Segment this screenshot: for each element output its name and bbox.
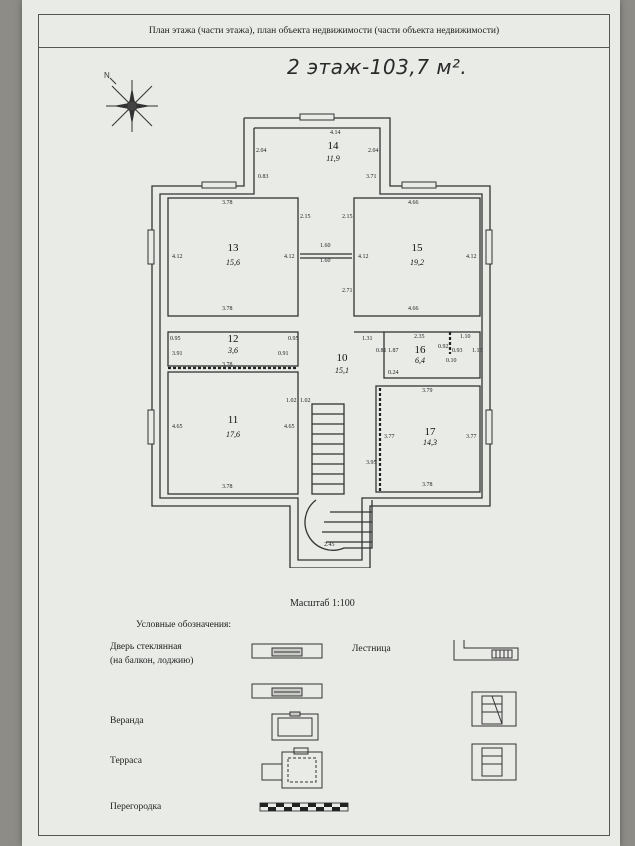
- dimension-label: 2.35: [414, 334, 425, 340]
- room-number: 14: [327, 140, 339, 152]
- dimension-label: 2.71: [342, 288, 353, 294]
- room-number: 15: [411, 242, 423, 254]
- dimension-label: 0.93: [452, 348, 463, 354]
- dimension-label: 0.24: [388, 370, 399, 376]
- room-number: 17: [424, 426, 436, 438]
- dimension-label: 4.14: [330, 130, 341, 136]
- room-number: 16: [414, 344, 426, 356]
- dimension-label: 3.78: [222, 362, 233, 368]
- dimension-label: 0.95: [288, 336, 299, 342]
- svg-text:N: N: [104, 71, 110, 80]
- dimension-label: 3.79: [422, 388, 433, 394]
- dimension-label: 0.95: [170, 336, 181, 342]
- dimension-label: 4.12: [284, 254, 295, 260]
- dimension-label: 2.45: [324, 542, 335, 548]
- room-area: 11,9: [326, 154, 340, 163]
- dimension-label: 1.87: [388, 348, 399, 354]
- room-area: 17,6: [226, 430, 240, 439]
- veranda-symbol-icon: [271, 711, 319, 741]
- glass-door-symbol-icon: [251, 643, 323, 699]
- dimension-label: 3.78: [222, 484, 233, 490]
- partition-symbol-icon: [259, 802, 349, 812]
- dimension-label: 1.31: [362, 336, 373, 342]
- room-number: 11: [227, 414, 239, 426]
- dimension-label: 1.60: [320, 243, 331, 249]
- room-number: 13: [227, 242, 239, 254]
- floor-plan: 14 11,9 4.14 2.04 2.04 0.83 3.71 13 15,6…: [140, 108, 500, 568]
- stair-symbol-icon: [453, 640, 519, 781]
- header-title: План этажа (части этажа), план объекта н…: [148, 26, 500, 36]
- room-area: 6,4: [415, 356, 425, 365]
- dimension-label: 3.78: [222, 306, 233, 312]
- dimension-label: 2.04: [368, 148, 379, 154]
- dimension-label: 3.95: [366, 460, 377, 466]
- dimension-label: 0.81: [376, 348, 387, 354]
- document-header: План этажа (части этажа), план объекта н…: [39, 15, 609, 48]
- dimension-label: 1.60: [320, 258, 331, 264]
- room-area: 3,6: [228, 346, 238, 355]
- legend-label: Лестница: [352, 644, 391, 654]
- room-area: 15,1: [335, 366, 349, 375]
- legend-title: Условные обозначения:: [136, 620, 232, 630]
- legend-label: Веранда: [110, 716, 144, 726]
- dimension-label: 3.78: [422, 482, 433, 488]
- compass-rose-icon: N: [102, 70, 162, 140]
- room-number: 12: [227, 333, 239, 345]
- terrace-symbol-icon: [261, 747, 323, 789]
- room-area: 14,3: [423, 438, 437, 447]
- dimension-label: 4.65: [172, 424, 183, 430]
- dimension-label: 0.10: [446, 358, 457, 364]
- dimension-label: 4.12: [466, 254, 477, 260]
- scale-label: Масштаб 1:100: [290, 598, 355, 609]
- dimension-label: 0.83: [258, 174, 269, 180]
- dimension-label: 4.66: [408, 200, 419, 206]
- dimension-label: 0.92: [438, 344, 449, 350]
- dimension-label: 2.04: [256, 148, 267, 154]
- document-sheet: План этажа (части этажа), план объекта н…: [22, 0, 620, 846]
- room-area: 15,6: [226, 258, 240, 267]
- document-frame: План этажа (части этажа), план объекта н…: [38, 14, 610, 836]
- dimension-label: 1.10: [460, 334, 471, 340]
- dimension-label: 1.13: [472, 348, 483, 354]
- legend-label: (на балкон, лоджию): [110, 656, 194, 666]
- dimension-label: 4.66: [408, 306, 419, 312]
- dimension-label: 3.78: [222, 200, 233, 206]
- dimension-label: 1.02: [300, 398, 311, 404]
- dimension-label: 2.15: [300, 214, 311, 220]
- legend-label: Терраса: [110, 756, 142, 766]
- dimension-label: 4.12: [172, 254, 183, 260]
- dimension-label: 3.91: [172, 351, 183, 357]
- room-area: 19,2: [410, 258, 424, 267]
- dimension-label: 4.65: [284, 424, 295, 430]
- dimension-label: 0.91: [278, 351, 289, 357]
- handwritten-floor-note: 2 этаж-103,7 м².: [287, 55, 468, 79]
- dimension-label: 3.71: [366, 174, 377, 180]
- dimension-label: 1.02: [286, 398, 297, 404]
- dimension-label: 3.77: [384, 434, 395, 440]
- dimension-label: 4.12: [358, 254, 369, 260]
- room-number: 10: [336, 352, 348, 364]
- legend-label: Дверь стеклянная: [110, 642, 182, 652]
- floor-plan-drawing: [147, 113, 493, 568]
- legend-label: Перегородка: [110, 802, 162, 812]
- dimension-label: 3.77: [466, 434, 477, 440]
- dimension-label: 2.15: [342, 214, 353, 220]
